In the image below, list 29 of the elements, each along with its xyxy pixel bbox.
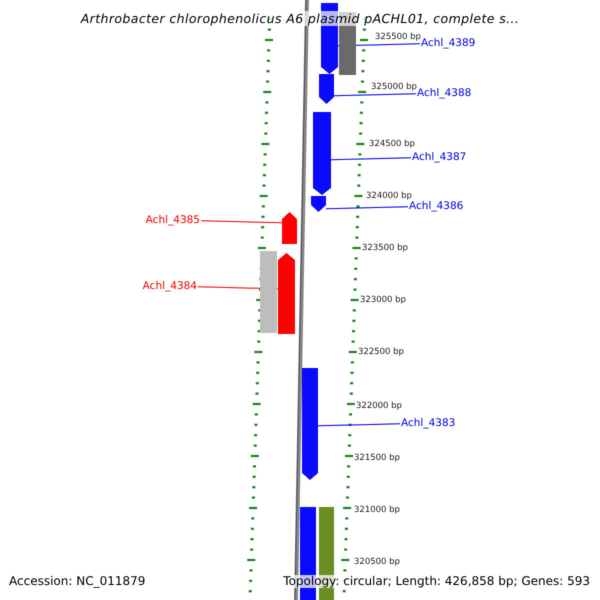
tick-label: 321000 bp <box>354 506 400 516</box>
tick-label: 324500 bp <box>369 140 415 150</box>
tick-label: 323500 bp <box>362 244 408 254</box>
tick-label: 320500 bp <box>354 558 400 568</box>
leader-line <box>198 286 278 290</box>
gene-label: Achl_4389 <box>421 38 476 50</box>
gene-label: Achl_4384 <box>142 281 197 293</box>
tick-label: 324000 bp <box>366 192 412 201</box>
gene-label: Achl_4386 <box>409 201 464 213</box>
summary-text: Topology: circular; Length: 426,858 bp; Genes: 593 <box>283 575 590 588</box>
leader-line <box>334 93 416 96</box>
tick-label: 325000 bp <box>371 83 417 92</box>
tick-label: 325500 bp <box>375 33 421 42</box>
tick-label: 323000 bp <box>360 296 406 306</box>
gene-label: Achl_4383 <box>401 418 456 430</box>
gene-bar <box>260 251 277 333</box>
accession-text: Accession: NC_011879 <box>9 575 146 588</box>
leader-line <box>318 423 400 426</box>
title: Arthrobacter chlorophenolicus A6 plasmid pACHL01, complete s... <box>80 11 520 26</box>
leader-line <box>200 220 282 224</box>
tick-label: 322000 bp <box>356 402 402 412</box>
gene-label: Achl_4388 <box>417 88 472 100</box>
leader-line <box>338 43 420 46</box>
leader-line <box>326 206 408 210</box>
tick-label: 321500 bp <box>354 454 400 464</box>
leader-line <box>330 157 412 160</box>
gene-label: Achl_4385 <box>146 215 200 227</box>
gene-label: Achl_4387 <box>412 152 466 164</box>
tick-label: 322500 bp <box>358 348 404 358</box>
